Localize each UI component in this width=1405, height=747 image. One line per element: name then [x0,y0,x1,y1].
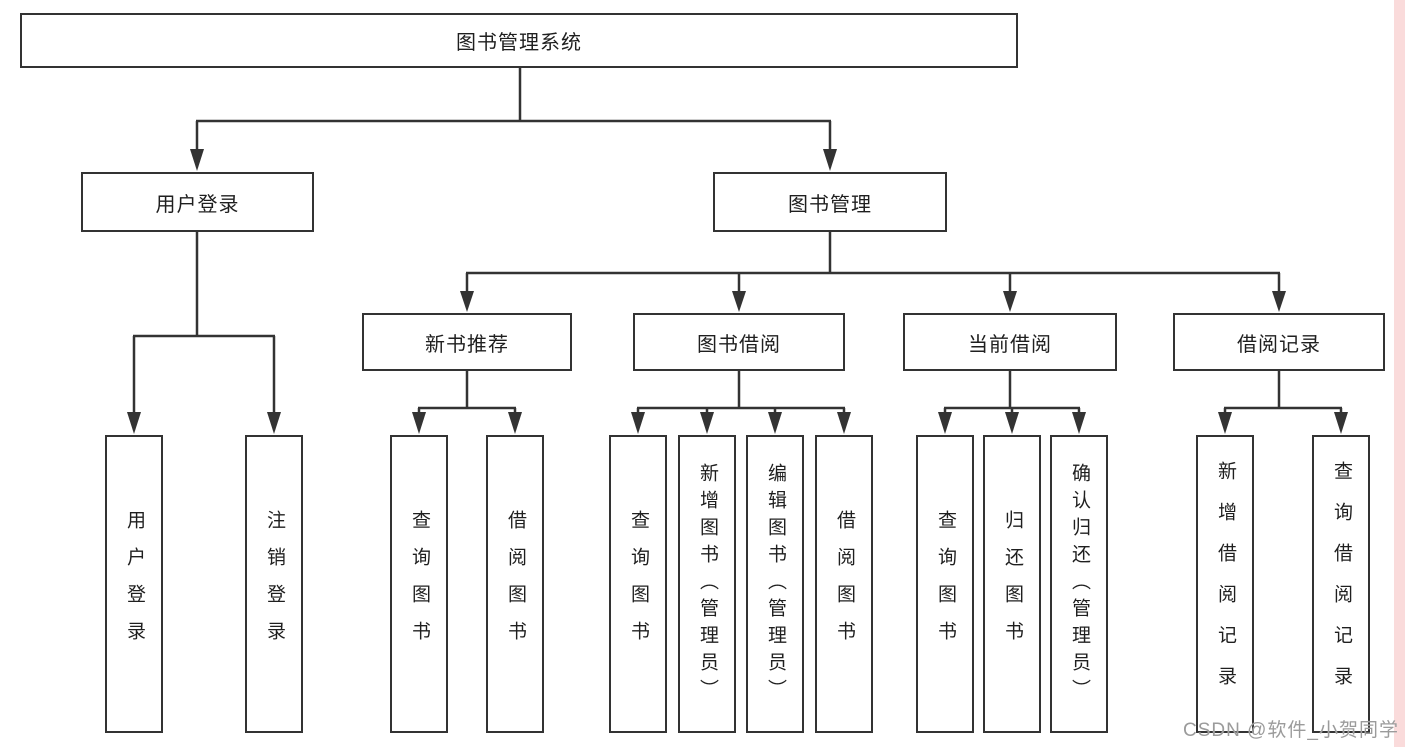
arrowhead [1005,412,1019,434]
node-user-login: 用户登录 [81,172,314,232]
arrowhead [631,412,645,434]
node-return-books: 归还图书 [983,435,1041,733]
node-label: 图书管理系统 [456,32,582,54]
node-query-books: 查询图书 [916,435,974,733]
node-label: 查询图书 [628,510,649,658]
node-label: 图书管理 [788,193,872,216]
arrowhead [732,291,746,312]
node-current-borrowing: 当前借阅 [903,313,1117,371]
node-label: 用户登录 [124,510,145,658]
arrowhead [837,412,851,434]
node-edit-books-admin: 编辑图书（管理员） [746,435,804,733]
node-label: 用户登录 [155,193,240,216]
arrowhead [1003,291,1017,312]
node-label: 新书推荐 [425,333,509,356]
node-borrow-books: 借阅图书 [486,435,544,733]
node-login: 用户登录 [105,435,163,733]
node-new-book-recommendation: 新书推荐 [362,313,572,371]
node-label: 归还图书 [1002,510,1023,658]
node-logout: 注销登录 [245,435,303,733]
arrowhead [190,149,204,171]
right-edge-pink-strip [1394,0,1405,747]
node-label: 确认归还（管理员） [1069,462,1090,706]
node-library-management-system: 图书管理系统 [20,13,1018,68]
node-label: 图书借阅 [697,333,781,356]
arrowhead [1334,412,1348,434]
arrowhead [1072,412,1086,434]
node-add-borrow-record: 新增借阅记录 [1196,435,1254,733]
node-label: 借阅图书 [834,510,855,658]
node-label: 借阅记录 [1237,333,1321,356]
node-query-books: 查询图书 [390,435,448,733]
arrowhead [460,291,474,312]
csdn-watermark: CSDN @软件_小贺同学 [1183,720,1399,741]
node-label: 当前借阅 [968,333,1052,356]
node-confirm-return-admin: 确认归还（管理员） [1050,435,1108,733]
node-label: 查询图书 [409,510,430,658]
node-borrow-books: 借阅图书 [815,435,873,733]
arrowhead [508,412,522,434]
node-add-books-admin: 新增图书（管理员） [678,435,736,733]
arrowhead [700,412,714,434]
arrowhead [823,149,837,171]
arrowhead [1272,291,1286,312]
node-query-books: 查询图书 [609,435,667,733]
node-book-management: 图书管理 [713,172,947,232]
arrowhead [768,412,782,434]
node-query-borrow-record: 查询借阅记录 [1312,435,1370,733]
arrowhead [267,412,281,434]
node-book-borrowing: 图书借阅 [633,313,845,371]
arrowhead [412,412,426,434]
arrowhead [938,412,952,434]
node-label: 编辑图书（管理员） [765,462,786,706]
node-label: 借阅图书 [505,510,526,658]
node-label: 新增借阅记录 [1215,461,1236,707]
node-label: 查询借阅记录 [1331,461,1352,707]
node-label: 查询图书 [935,510,956,658]
arrowhead [1218,412,1232,434]
node-borrowing-records: 借阅记录 [1173,313,1385,371]
arrowhead [127,412,141,434]
node-label: 注销登录 [264,510,285,658]
node-label: 新增图书（管理员） [697,462,718,706]
